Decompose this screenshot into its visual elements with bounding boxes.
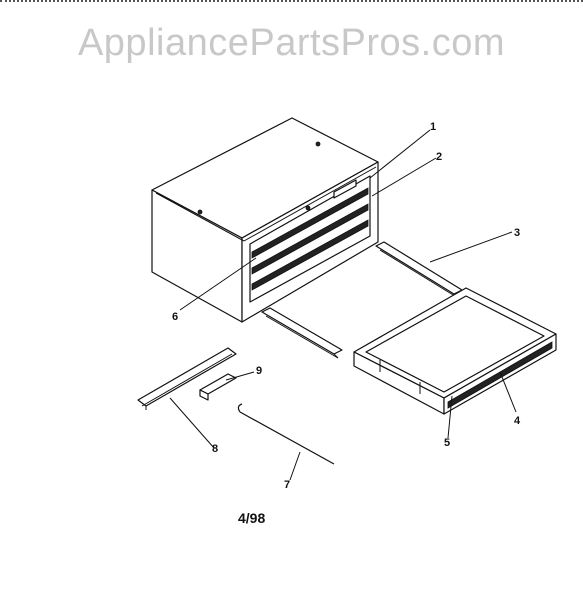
revision-date: 4/98 [238,510,266,526]
callout-2: 2 [436,151,442,163]
callout-8: 8 [212,443,218,455]
callout-9: 9 [256,365,262,377]
drawer [353,287,557,415]
callout-4: 4 [514,415,521,427]
bracket-bar [137,347,237,410]
watermark-logo: AppliancePartsPros.com [77,22,506,64]
lock-rod [237,403,335,465]
label-plate [199,373,237,401]
leader-lines [169,129,517,481]
drawer-slide-left [261,307,343,359]
callout-3: 3 [514,227,520,239]
callout-labels: 1 2 3 4 5 6 7 8 9 [172,121,521,491]
scan-top-edge [0,0,583,6]
callout-7: 7 [284,479,290,491]
callout-5: 5 [444,437,450,449]
callout-6: 6 [172,311,178,323]
drawer-slide-right [375,241,463,299]
callout-1: 1 [430,121,436,133]
tool-chest-cabinet [151,117,379,323]
